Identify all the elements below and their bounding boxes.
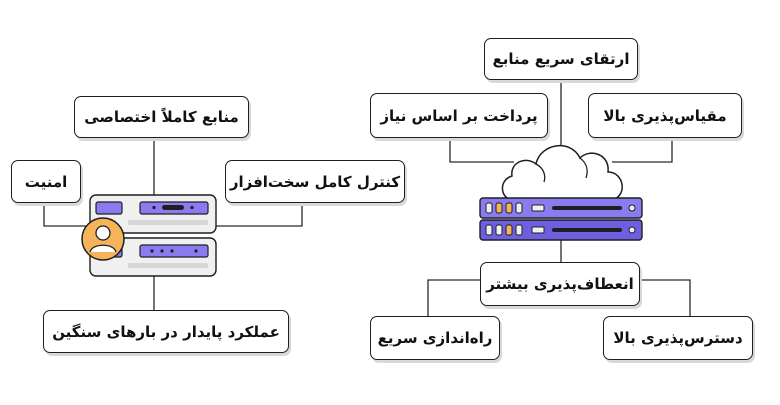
box-full-hardware-control: کنترل کامل سخت‌افزار (225, 160, 405, 203)
box-dedicated-resources: منابع کاملاً اختصاصی (74, 96, 249, 138)
box-high-scalability: مقیاس‌پذیری بالا (588, 93, 742, 138)
box-more-flexibility: انعطاف‌پذیری بیشتر (480, 262, 640, 306)
box-fast-resource-upgrade: ارتقای سریع منابع (484, 38, 638, 80)
box-pay-as-you-go: پرداخت بر اساس نیاز (370, 93, 548, 138)
user-avatar-icon (81, 217, 125, 261)
cloud-server-icon (479, 197, 643, 241)
box-stable-performance: عملکرد پایدار در بارهای سنگین (43, 310, 289, 353)
box-security: امنیت (11, 160, 81, 203)
cloud-icon (501, 144, 623, 201)
box-fast-setup: راه‌اندازی سریع (370, 316, 500, 360)
box-high-availability: دسترس‌پذیری بالا (603, 316, 753, 360)
